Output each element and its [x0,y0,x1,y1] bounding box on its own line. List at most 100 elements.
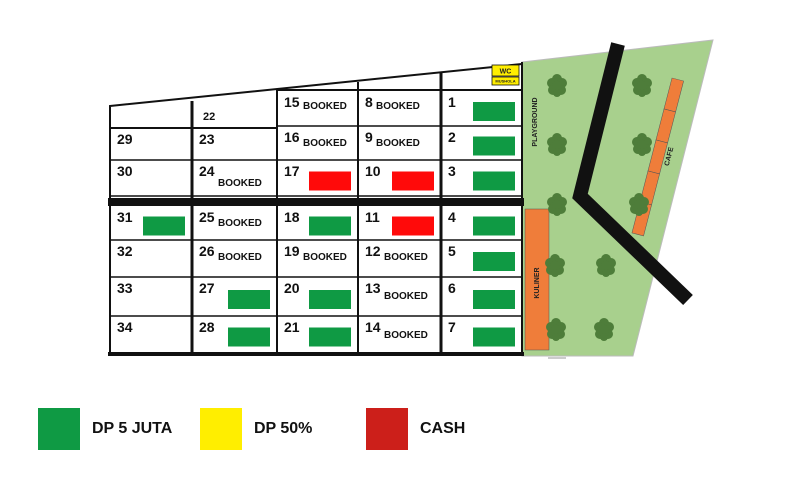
lot-number: 31 [117,209,133,225]
lot-20: 20 [284,280,351,309]
lot-status-cash [392,171,434,191]
lot-number: 1 [448,94,456,110]
legend-dp5: DP 5 JUTA [38,408,172,450]
lot-number: 4 [448,209,456,225]
lot-status-booked: BOOKED [376,101,420,112]
lot-status-booked: BOOKED [303,252,347,263]
tree-icon [547,133,567,156]
lot-status-dp5 [473,290,515,309]
legend-cash-label: CASH [420,420,466,437]
lot-3: 3 [448,163,515,191]
lot-number: 15 [284,94,300,110]
tree-icon [632,74,652,97]
playground-label: PLAYGROUND [532,97,539,146]
lot-number: 21 [284,319,300,335]
legend-dp50-label: DP 50% [254,420,313,437]
lot-number: 28 [199,319,215,335]
kuliner-strip [524,208,550,351]
lot-4: 4 [448,209,515,236]
lot-status-cash [309,171,351,191]
lot-number: 12 [365,243,381,259]
tree-icon [632,133,652,156]
lot-17: 17 [284,163,351,191]
lot-status-booked: BOOKED [218,218,262,229]
park-path [572,42,693,306]
tree-icon [629,193,649,216]
wc-box [491,64,520,77]
lot-number: 17 [284,163,300,179]
lot-10: 10 [365,163,434,191]
lot-28: 28 [199,319,270,347]
lot-1: 1 [448,94,515,121]
lot-number: 14 [365,319,381,335]
tree-icon [594,318,614,341]
lot-22: 22 [203,111,215,123]
lot-number: 13 [365,280,381,296]
lot-status-dp5 [228,327,270,347]
lot-status-dp5 [473,327,515,347]
lot-number: 10 [365,163,381,179]
trees-layer [545,74,652,341]
lot-23: 23 [199,131,215,147]
lot-number: 7 [448,319,456,335]
lot-number: 32 [117,243,133,259]
lot-6: 6 [448,280,515,309]
lot-number: 2 [448,129,456,145]
tree-icon [546,318,566,341]
lot-number: 3 [448,163,456,179]
lot-number: 30 [117,163,133,179]
mushola-box [491,76,520,86]
lot-2: 2 [448,129,515,156]
lot-status-booked: BOOKED [384,291,428,302]
lot-number: 25 [199,209,215,225]
lot-11: 11 [365,209,434,236]
lot-number: 8 [365,94,373,110]
tree-icon [547,193,567,216]
lot-status-dp5 [309,290,351,309]
lot-number: 22 [203,111,215,123]
lot-34: 34 [117,319,133,335]
lot-29: 29 [117,131,133,147]
lot-number: 34 [117,319,133,335]
lot-status-dp5 [473,136,515,156]
lot-status-dp5 [143,216,185,236]
lot-status-booked: BOOKED [218,252,262,263]
lot-status-dp5 [473,216,515,236]
mushola-label: MUSHOLA [495,79,515,84]
lot-number: 16 [284,129,300,145]
lot-status-cash [392,216,434,236]
lot-31: 31 [117,209,185,236]
legend-dp50-swatch [200,408,242,450]
lot-status-dp5 [473,252,515,271]
kuliner-label: KULINER [534,267,541,298]
lot-27: 27 [199,280,270,309]
lot-number: 33 [117,280,133,296]
legend-dp5-swatch [38,408,80,450]
tree-icon [596,254,616,277]
lot-number: 24 [199,163,215,179]
wc-label: WC [500,69,512,76]
lot-status-dp5 [309,216,351,236]
lot-number: 27 [199,280,215,296]
lot-18: 18 [284,209,351,236]
lot-status-booked: BOOKED [303,138,347,149]
lot-grid [108,62,524,356]
tree-icon [547,74,567,97]
legend-cash-swatch [366,408,408,450]
tree-icon [545,254,565,277]
legend-cash: CASH [366,408,465,450]
legend-dp50: DP 50% [200,408,312,450]
lot-number: 20 [284,280,300,296]
